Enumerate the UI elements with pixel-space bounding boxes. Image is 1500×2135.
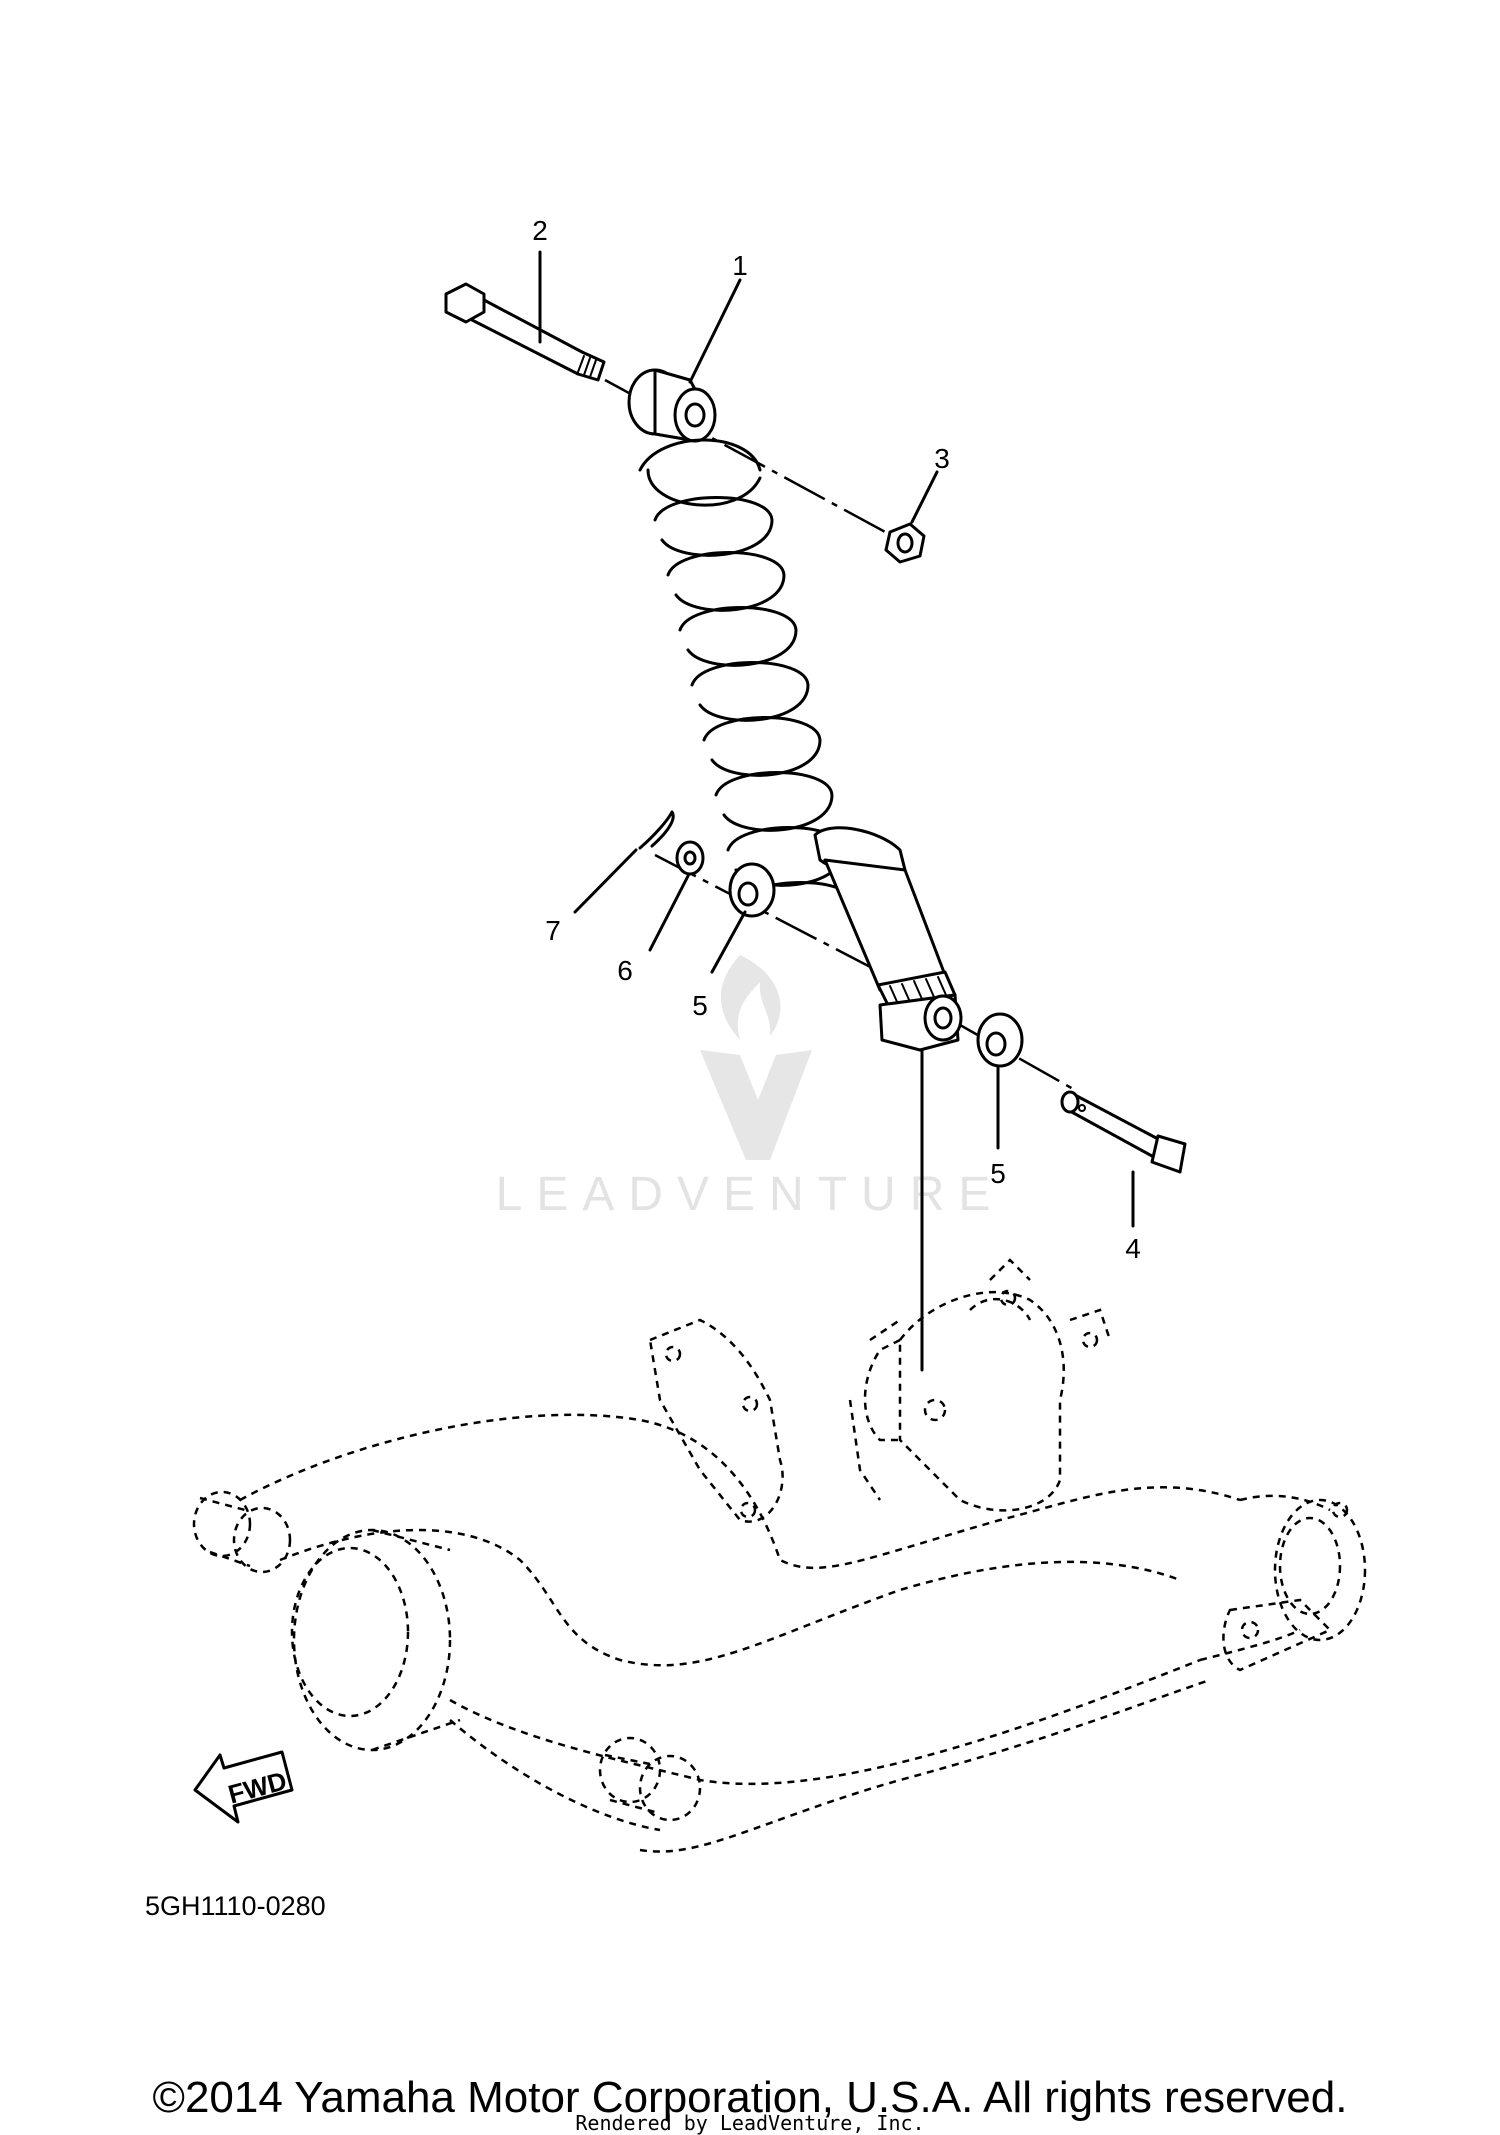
nut <box>884 522 926 564</box>
callout-5-rear: 5 <box>990 1158 1006 1189</box>
callout-labels: 1 2 3 4 5 5 6 7 <box>532 215 1141 1264</box>
diagram-code: 5GH1110-0280 <box>145 1891 326 1921</box>
shock-absorber <box>627 368 963 1052</box>
washer <box>675 840 705 876</box>
watermark-text: LEADVENTURE <box>496 1168 1005 1221</box>
collar-rear <box>976 1012 1024 1068</box>
upper-bolt <box>444 282 606 382</box>
callout-4: 4 <box>1125 1233 1141 1264</box>
callout-7: 7 <box>545 915 561 946</box>
rendered-by-notice: Rendered by LeadVenture, Inc. <box>575 2111 924 2135</box>
swingarm <box>192 1258 1367 1853</box>
callout-3: 3 <box>934 443 950 474</box>
copyright-notice: ©2014 Yamaha Motor Corporation, U.S.A. A… <box>153 2073 1348 2122</box>
watermark-logo <box>700 955 812 1160</box>
fwd-arrow-icon: FWD <box>193 1750 294 1824</box>
cotter-pin <box>638 810 675 850</box>
callout-1: 1 <box>732 250 748 281</box>
callout-6: 6 <box>617 955 633 986</box>
lower-pin <box>1060 1090 1187 1174</box>
callout-leaders <box>538 250 1135 1228</box>
callout-5-front: 5 <box>692 990 708 1021</box>
callout-2: 2 <box>532 215 548 246</box>
collar-front <box>728 862 776 918</box>
watermark: LEADVENTURE <box>496 955 1005 1221</box>
